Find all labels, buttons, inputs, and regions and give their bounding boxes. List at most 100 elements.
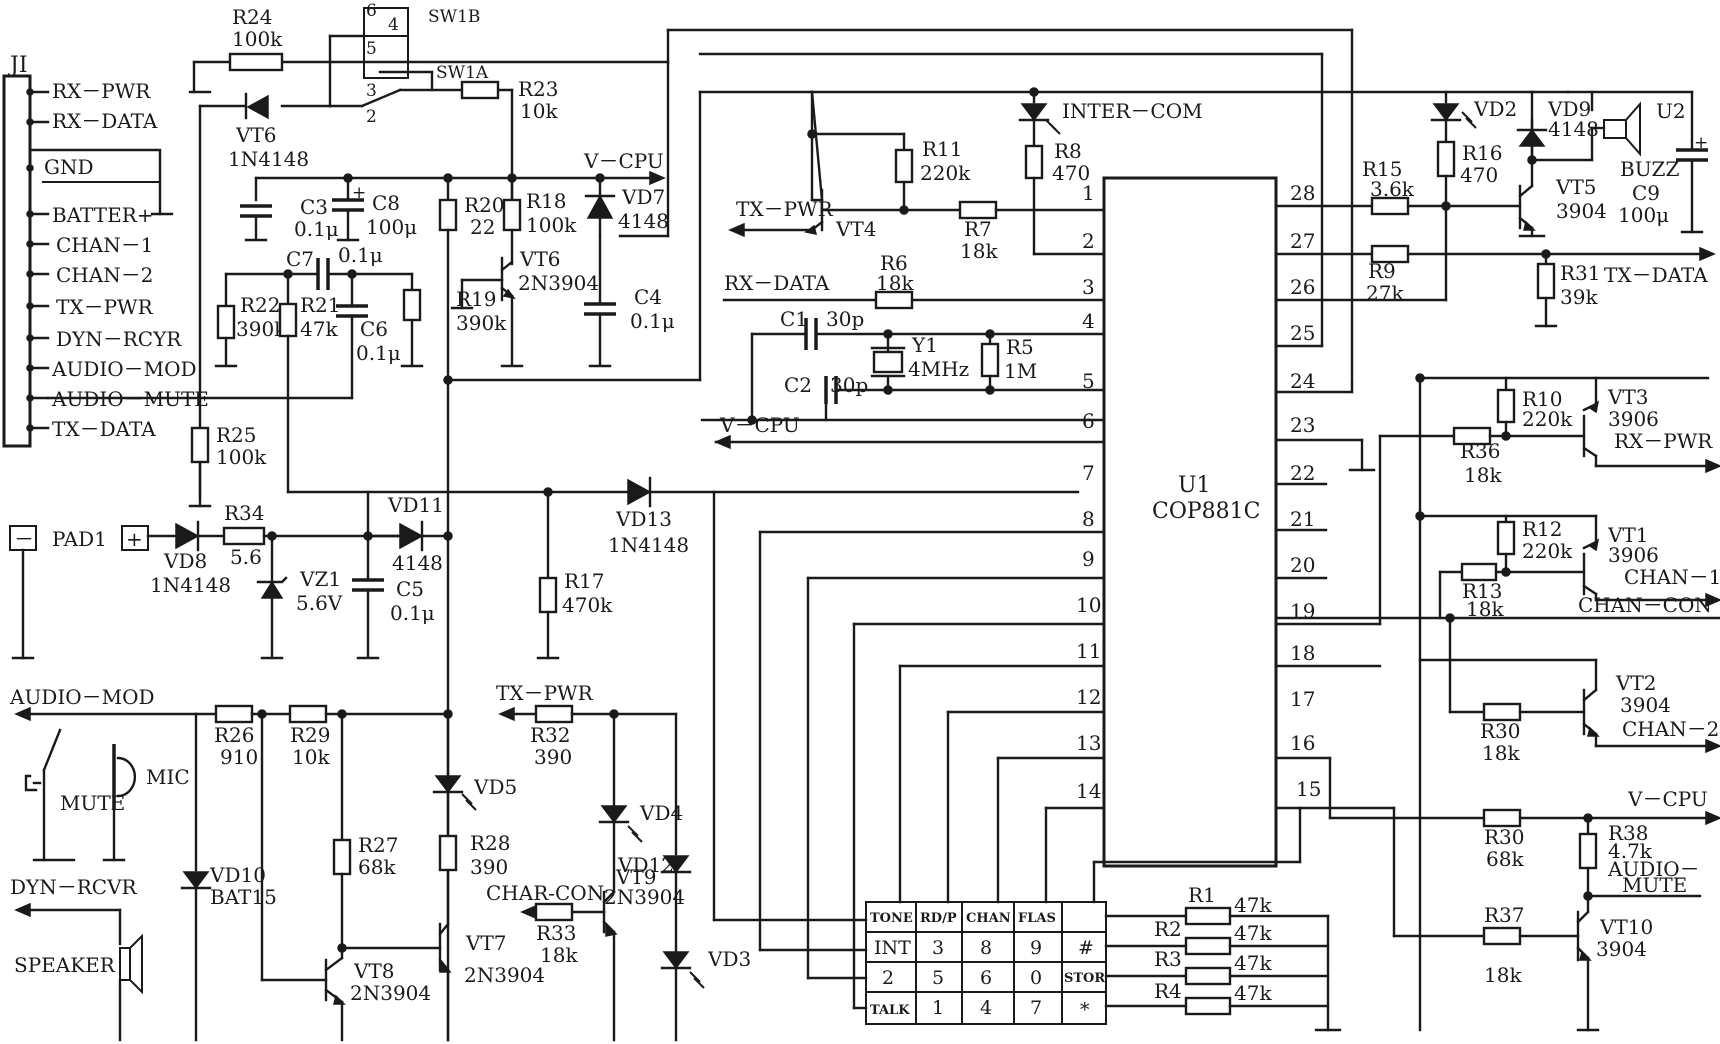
r29-ref: R29 (290, 723, 331, 747)
vt10-val: 3904 (1596, 937, 1647, 961)
vcpu-rail-left (254, 170, 666, 202)
svg-text:22: 22 (1290, 461, 1315, 485)
key-6: 6 (980, 967, 992, 989)
vd5-r28-vt7 (432, 712, 477, 1042)
svg-text:18: 18 (1290, 641, 1315, 665)
vd13 (627, 476, 652, 508)
chan-2-label: CHAN－2 (1622, 717, 1719, 741)
vz1-ref: VZ1 (299, 567, 341, 591)
keypad-bus (712, 490, 1302, 1010)
c1-ref: C1 (780, 307, 808, 331)
r23-ref: R23 (518, 77, 559, 101)
vt6-diode-val: 1N4148 (228, 147, 309, 171)
vd3-label: VD3 (707, 947, 751, 971)
rx-pwr-label: RX－PWR (1614, 429, 1713, 453)
vd10-ref: VD10 (209, 863, 266, 887)
u2-val: BUZZ (1620, 157, 1679, 181)
r24 (228, 52, 284, 72)
r32-val: 390 (534, 745, 572, 769)
r17-val: 470k (562, 593, 613, 617)
pin26-wire (1274, 204, 1448, 302)
c1-val: 30p (826, 307, 864, 331)
svg-text:2: 2 (1082, 229, 1095, 253)
svg-text:24: 24 (1290, 369, 1315, 393)
audio-mod-label: AUDIO－MOD (9, 685, 155, 709)
r28-ref: R28 (470, 831, 511, 855)
pin-label-batter: BATTER+ (52, 203, 154, 227)
svg-text:3: 3 (1082, 275, 1095, 299)
vt1-r12-r13 (1274, 511, 1720, 714)
r7-ref: R7 (964, 217, 992, 241)
key-star: * (1080, 999, 1090, 1021)
gnd-bracket (28, 148, 174, 216)
u2-ref: U2 (1656, 99, 1686, 123)
r15-ref: R15 (1362, 157, 1403, 181)
pin-label-dyn-rcyr: DYN－RCYR (56, 327, 182, 351)
vd8 (146, 520, 226, 552)
r22-ref: R22 (240, 293, 281, 317)
svg-text:+: + (1694, 133, 1708, 153)
vcpu-right-r38-vt10 (1274, 756, 1720, 1032)
r13-val: 18k (1466, 597, 1504, 621)
keypad-labels: TONE RD/P CHAN FLAS INT 3 8 9 # 2 5 6 0 … (870, 911, 1105, 1021)
vd11 (366, 520, 453, 552)
r27 (332, 838, 442, 953)
pad1-plus: + (126, 527, 143, 551)
audio-mute-label-2: MUTE (1622, 873, 1687, 897)
r5-ref: R5 (1006, 335, 1034, 359)
vt5-val: 3904 (1556, 199, 1607, 223)
r22 (214, 272, 238, 368)
dyn-rcvr-label: DYN－RCVR (10, 875, 138, 899)
vt9 (520, 890, 618, 1042)
c5-val: 0.1μ (390, 601, 435, 625)
svg-text:20: 20 (1290, 553, 1315, 577)
vt3-ref: VT3 (1607, 385, 1649, 409)
svg-text:12: 12 (1076, 685, 1101, 709)
vd4-label: VD4 (639, 801, 683, 825)
u1-right-pin-numbers: 28 27 26 25 24 23 22 21 20 19 18 17 16 1… (1290, 181, 1321, 801)
tx-pwr-r32 (498, 704, 678, 856)
r4-ref: R4 (1154, 979, 1182, 1003)
r3-ref: R3 (1154, 947, 1182, 971)
r1-val: 47k (1234, 893, 1272, 917)
r36-val: 18k (1464, 463, 1502, 487)
r19-val: 390k (456, 311, 507, 335)
r25-ref: R25 (216, 423, 257, 447)
r15-val: 3.6k (1370, 177, 1415, 201)
key-2: 2 (882, 967, 894, 989)
rx-data-label: RX－DATA (724, 271, 830, 295)
r28-val: 390 (470, 855, 508, 879)
r22-val: 390k (236, 317, 287, 341)
vd7 (584, 194, 616, 238)
key-talk: TALK (870, 1003, 910, 1018)
connector-pins (26, 88, 50, 432)
r11-val: 220k (920, 161, 971, 185)
r30b-val: 68k (1486, 847, 1524, 871)
vd10 (180, 871, 212, 1042)
r7 (958, 200, 1106, 220)
pad1-plus-box (121, 525, 149, 551)
u1-body (1102, 176, 1278, 868)
pad1-minus: － (14, 527, 34, 551)
vt1-val: 3906 (1608, 543, 1659, 567)
r10-ref: R10 (1522, 387, 1563, 411)
vt9-val: 2N3904 (604, 885, 685, 909)
y1-ref: Y1 (911, 333, 938, 357)
key-3: 3 (932, 937, 944, 959)
svg-text:26: 26 (1290, 275, 1315, 299)
r17-ref: R17 (564, 569, 605, 593)
speaker-label: SPEAKER (14, 953, 116, 977)
r30b-ref: R30 (1484, 825, 1525, 849)
r36-ref: R36 (1460, 439, 1501, 463)
key-9: 9 (1030, 937, 1042, 959)
vd4-vd12-vd3 (598, 805, 705, 1042)
vt4-ref: VT4 (835, 217, 877, 241)
rx-data-input (722, 290, 1106, 310)
c4 (584, 234, 616, 368)
mic-label: MIC (146, 765, 190, 789)
vd10-val: BAT15 (210, 885, 277, 909)
vt6-ref: VT6 (519, 247, 561, 271)
sw1b-label: SW1B (428, 7, 480, 27)
vt8-val: 2N3904 (350, 981, 431, 1005)
